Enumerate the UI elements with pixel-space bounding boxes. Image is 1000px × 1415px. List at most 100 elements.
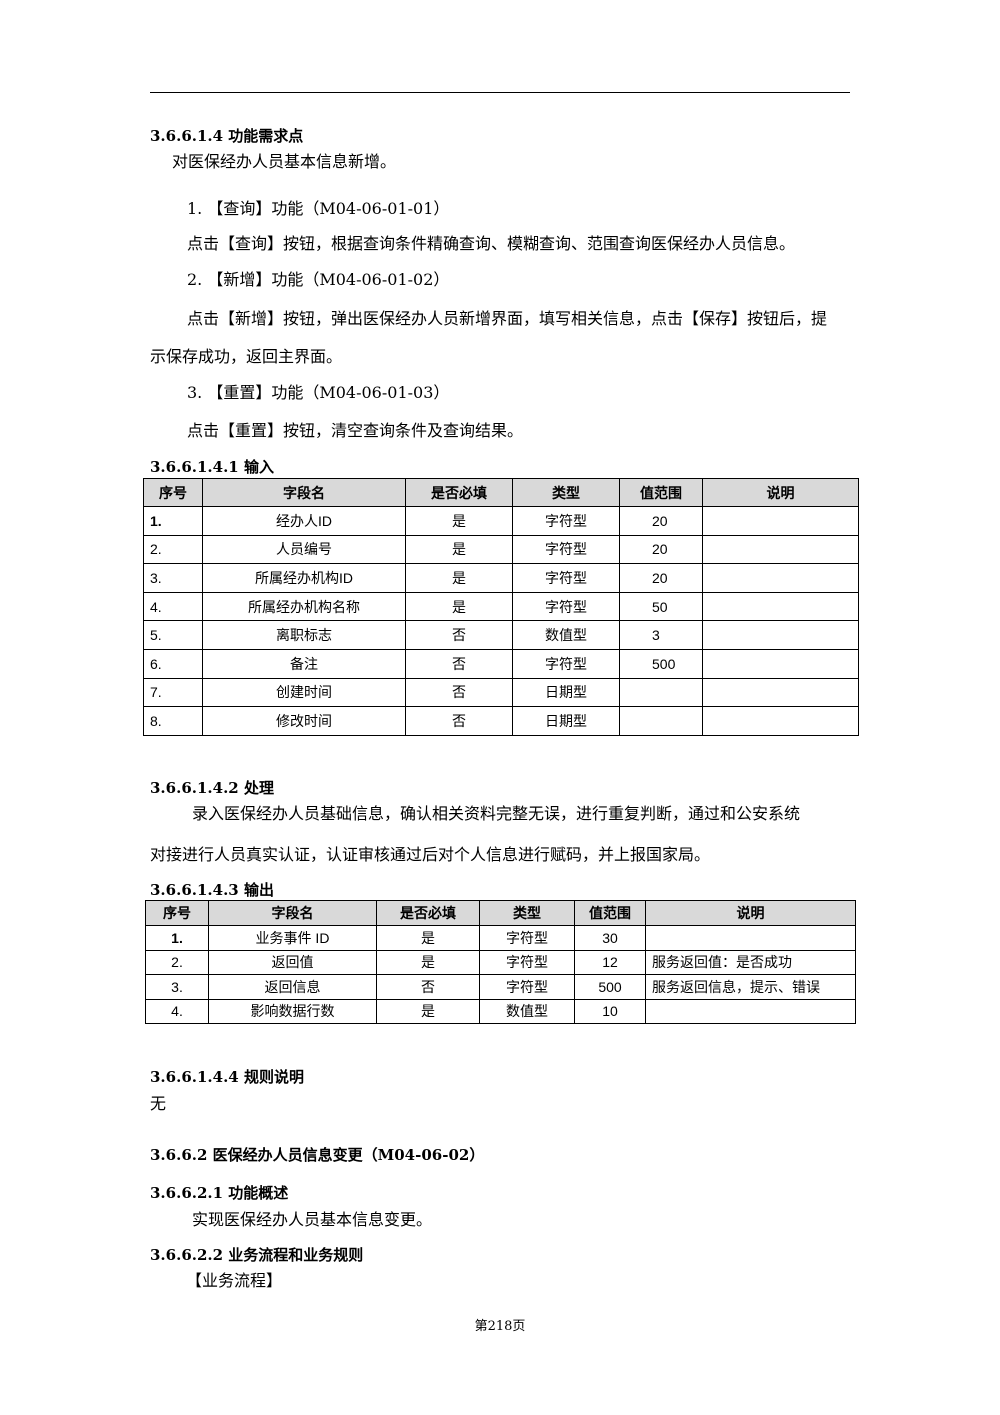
flow-heading: 3.6.6.2.2 业务流程和业务规则 (150, 1246, 364, 1264)
table-header-row: 序号 字段名 是否必填 类型 值范围 说明 (145, 900, 856, 926)
cell: 50 (619, 591, 703, 622)
cell: 字符型 (512, 534, 620, 565)
cell: 返回信息 (208, 974, 377, 1000)
cell: 12 (574, 949, 646, 975)
col-header: 类型 (512, 478, 620, 507)
cell: 数值型 (479, 998, 575, 1024)
cell: 否 (376, 974, 480, 1000)
flow-label: 【业务流程】 (186, 1271, 283, 1290)
cell: 是 (405, 591, 513, 622)
cell: 离职标志 (202, 620, 406, 650)
item-reset-desc: 点击【重置】按钮，清空查询条件及查询结果。 (187, 421, 524, 440)
rules-text: 无 (150, 1094, 167, 1113)
cell: 数值型 (512, 620, 620, 650)
overview-text: 实现医保经办人员基本信息变更。 (192, 1210, 433, 1229)
table-row: 5. 离职标志 否 数值型 3 (143, 620, 859, 650)
cell (702, 620, 859, 650)
table-row: 1. 经办人ID 是 字符型 20 (143, 506, 859, 536)
cell: 5. (143, 620, 203, 650)
output-table: 序号 字段名 是否必填 类型 值范围 说明 1. 业务事件 ID 是 字符型 3… (145, 900, 856, 1024)
cell: 业务事件 ID (208, 925, 377, 951)
header-rule (150, 92, 850, 93)
cell: 500 (574, 974, 646, 1000)
cell: 字符型 (479, 974, 575, 1000)
input-table: 序号 字段名 是否必填 类型 值范围 说明 1. 经办人ID 是 字符型 20 … (143, 478, 859, 736)
table-row: 4. 所属经办机构名称 是 字符型 50 (143, 591, 859, 622)
table-row: 6. 备注 否 字符型 500 (143, 648, 859, 679)
cell: 日期型 (512, 706, 620, 736)
cell: 1. (145, 925, 209, 951)
col-header: 字段名 (202, 478, 406, 507)
cell: 否 (405, 677, 513, 708)
cell: 4. (143, 591, 203, 622)
section-heading: 3.6.6.1.4 功能需求点 (150, 127, 304, 145)
cell: 是 (405, 534, 513, 565)
section-2-heading: 3.6.6.2 医保经办人员信息变更（M04-06-02） (150, 1146, 485, 1164)
col-header: 类型 (479, 900, 575, 926)
cell (645, 998, 856, 1024)
col-header: 说明 (702, 478, 859, 507)
cell: 2. (145, 949, 209, 975)
cell: 所属经办机构名称 (202, 591, 406, 622)
cell: 500 (619, 648, 703, 679)
item-add-title: 2. 【新增】功能（M04-06-01-02） (187, 270, 450, 289)
cell: 字符型 (512, 506, 620, 536)
table-row: 7. 创建时间 否 日期型 (143, 677, 859, 708)
item-query-title: 1. 【查询】功能（M04-06-01-01） (187, 199, 450, 218)
cell: 字符型 (512, 591, 620, 622)
cell (702, 591, 859, 622)
cell: 7. (143, 677, 203, 708)
cell: 2. (143, 534, 203, 565)
cell: 服务返回信息，提示、错误 (645, 974, 856, 1000)
cell: 是 (376, 998, 480, 1024)
cell: 人员编号 (202, 534, 406, 565)
cell: 字符型 (512, 563, 620, 593)
cell: 创建时间 (202, 677, 406, 708)
cell: 4. (145, 998, 209, 1024)
overview-heading: 3.6.6.2.1 功能概述 (150, 1184, 289, 1202)
col-header: 是否必填 (405, 478, 513, 507)
output-heading: 3.6.6.1.4.3 输出 (150, 881, 274, 899)
table-row: 2. 返回值 是 字符型 12 服务返回值：是否成功 (145, 949, 856, 975)
table-row: 1. 业务事件 ID 是 字符型 30 (145, 925, 856, 951)
col-header: 值范围 (619, 478, 703, 507)
process-text-line1: 录入医保经办人员基础信息，确认相关资料完整无误，进行重复判断，通过和公安系统 (192, 804, 801, 823)
table-row: 2. 人员编号 是 字符型 20 (143, 534, 859, 565)
item-reset-title: 3. 【重置】功能（M04-06-01-03） (187, 383, 450, 402)
cell: 字符型 (479, 949, 575, 975)
cell (702, 534, 859, 565)
rules-heading: 3.6.6.1.4.4 规则说明 (150, 1068, 304, 1086)
input-heading: 3.6.6.1.4.1 输入 (150, 458, 274, 476)
cell (702, 706, 859, 736)
cell: 1. (143, 506, 203, 536)
cell: 20 (619, 506, 703, 536)
process-text-line2: 对接进行人员真实认证，认证审核通过后对个人信息进行赋码，并上报国家局。 (150, 845, 711, 864)
table-row: 4. 影响数据行数 是 数值型 10 (145, 998, 856, 1024)
cell: 否 (405, 620, 513, 650)
col-header: 序号 (145, 900, 209, 926)
table-row: 8. 修改时间 否 日期型 (143, 706, 859, 736)
cell: 6. (143, 648, 203, 679)
cell: 20 (619, 534, 703, 565)
cell: 服务返回值：是否成功 (645, 949, 856, 975)
cell (619, 677, 703, 708)
cell: 是 (405, 506, 513, 536)
cell: 所属经办机构ID (202, 563, 406, 593)
table-header-row: 序号 字段名 是否必填 类型 值范围 说明 (143, 478, 859, 507)
table-row: 3. 所属经办机构ID 是 字符型 20 (143, 563, 859, 593)
cell: 30 (574, 925, 646, 951)
col-header: 字段名 (208, 900, 377, 926)
cell (645, 925, 856, 951)
cell: 修改时间 (202, 706, 406, 736)
cell (702, 648, 859, 679)
process-heading: 3.6.6.1.4.2 处理 (150, 779, 274, 797)
table-row: 3. 返回信息 否 字符型 500 服务返回信息，提示、错误 (145, 974, 856, 1000)
col-header: 序号 (143, 478, 203, 507)
col-header: 说明 (645, 900, 856, 926)
page-number: 第218页 (474, 1319, 526, 1334)
intro-text: 对医保经办人员基本信息新增。 (172, 152, 397, 171)
cell: 是 (405, 563, 513, 593)
cell: 是 (376, 925, 480, 951)
cell: 否 (405, 648, 513, 679)
cell (702, 677, 859, 708)
